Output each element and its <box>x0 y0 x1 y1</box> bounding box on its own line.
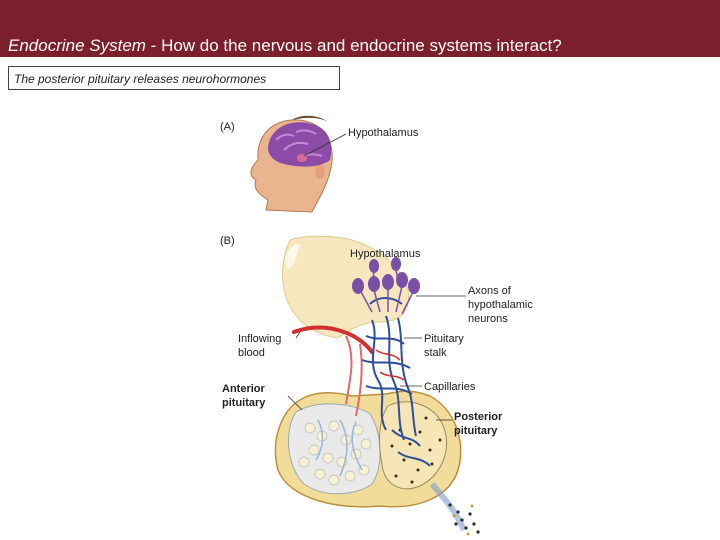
title-bar: Endocrine System - How do the nervous an… <box>0 0 720 57</box>
capillary-network <box>361 297 431 467</box>
label-inflowing-line1: Inflowing <box>238 333 281 345</box>
label-axons-line3: neurons <box>468 313 508 325</box>
subtitle-box: The posterior pituitary releases neuroho… <box>8 66 340 90</box>
label-stalk-line2: stalk <box>424 347 447 359</box>
panel-b: (B) <box>220 235 533 536</box>
label-posterior-line2: pituitary <box>454 425 498 437</box>
panel-b-leaders <box>287 295 466 421</box>
label-anterior-line1: Anterior <box>222 383 266 395</box>
panel-a-leader <box>303 133 347 157</box>
head-illustration <box>250 115 333 213</box>
label-axons-line2: hypothalamic <box>468 299 533 311</box>
panel-a-hypothalamus-label: Hypothalamus <box>348 127 419 139</box>
released-hormone-dots <box>448 503 480 534</box>
hypothalamic-neurons <box>352 257 420 315</box>
label-stalk-line1: Pituitary <box>424 333 464 345</box>
posterior-lobe <box>379 401 448 490</box>
slide-title: Endocrine System - How do the nervous an… <box>8 36 562 56</box>
label-axons-line1: Axons of <box>468 285 512 297</box>
panel-a: (A) Hypothalamus <box>220 115 419 213</box>
title-topic: Endocrine System <box>8 36 146 55</box>
label-capillaries: Capillaries <box>424 381 476 393</box>
panel-b-tag: (B) <box>220 235 235 247</box>
capillary-red-segments <box>375 349 405 381</box>
inflowing-artery <box>292 325 374 354</box>
title-question: How do the nervous and endocrine systems… <box>161 36 562 55</box>
label-inflowing-line2: blood <box>238 347 265 359</box>
label-posterior-line1: Posterior <box>454 411 503 423</box>
subtitle-text: The posterior pituitary releases neuroho… <box>14 72 267 86</box>
title-separator: - <box>145 36 162 55</box>
label-hypothalamus: Hypothalamus <box>350 248 421 260</box>
panel-a-tag: (A) <box>220 121 235 133</box>
label-anterior-line2: pituitary <box>222 397 266 409</box>
